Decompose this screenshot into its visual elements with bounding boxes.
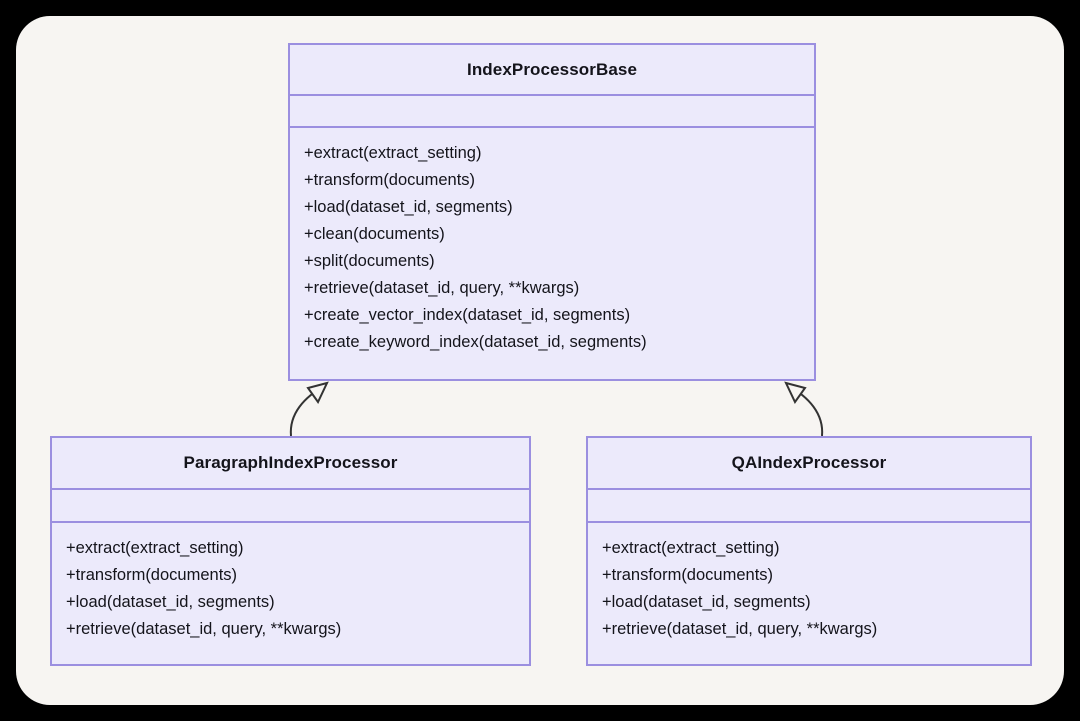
method-line: +split(documents) xyxy=(304,252,435,270)
class-name-index-processor-base: IndexProcessorBase xyxy=(290,45,814,96)
method-line: +clean(documents) xyxy=(304,225,445,243)
method-line: +transform(documents) xyxy=(66,566,238,584)
class-name-qa-index-processor: QAIndexProcessor xyxy=(588,438,1030,490)
method-line: +load(dataset_id, segments) xyxy=(602,593,811,611)
inheritance-edge-paragraph xyxy=(289,384,327,437)
class-attributes-paragraph-index-processor xyxy=(52,490,529,523)
class-methods-paragraph-index-processor: +extract(extract_setting) +transform(doc… xyxy=(52,523,529,666)
method-line: +create_keyword_index(dataset_id, segmen… xyxy=(304,333,647,351)
diagram-panel: IndexProcessorBase +extract(extract_sett… xyxy=(16,16,1064,705)
uml-class-index-processor-base[interactable]: IndexProcessorBase +extract(extract_sett… xyxy=(288,43,816,381)
method-line: +extract(extract_setting) xyxy=(66,539,244,557)
class-name-paragraph-index-processor: ParagraphIndexProcessor xyxy=(52,438,529,490)
class-methods-index-processor-base: +extract(extract_setting) +transform(doc… xyxy=(290,128,814,379)
class-methods-qa-index-processor: +extract(extract_setting) +transform(doc… xyxy=(588,523,1030,666)
uml-class-qa-index-processor[interactable]: QAIndexProcessor +extract(extract_settin… xyxy=(586,436,1032,666)
method-line: +retrieve(dataset_id, query, **kwargs) xyxy=(304,279,580,297)
method-line: +extract(extract_setting) xyxy=(602,539,780,557)
method-line: +retrieve(dataset_id, query, **kwargs) xyxy=(66,620,342,638)
method-line: +create_vector_index(dataset_id, segment… xyxy=(304,306,631,324)
method-line: +load(dataset_id, segments) xyxy=(66,593,275,611)
class-attributes-qa-index-processor xyxy=(588,490,1030,523)
method-line: +load(dataset_id, segments) xyxy=(304,198,513,216)
inheritance-arrowhead-paragraph xyxy=(306,381,329,404)
method-line: +retrieve(dataset_id, query, **kwargs) xyxy=(602,620,878,638)
class-attributes-index-processor-base xyxy=(290,96,814,128)
uml-class-paragraph-index-processor[interactable]: ParagraphIndexProcessor +extract(extract… xyxy=(50,436,531,666)
inheritance-arrowhead-qa xyxy=(784,381,807,404)
method-line: +extract(extract_setting) xyxy=(304,144,482,162)
inheritance-edge-qa xyxy=(786,384,824,437)
method-line: +transform(documents) xyxy=(304,171,476,189)
method-line: +transform(documents) xyxy=(602,566,774,584)
